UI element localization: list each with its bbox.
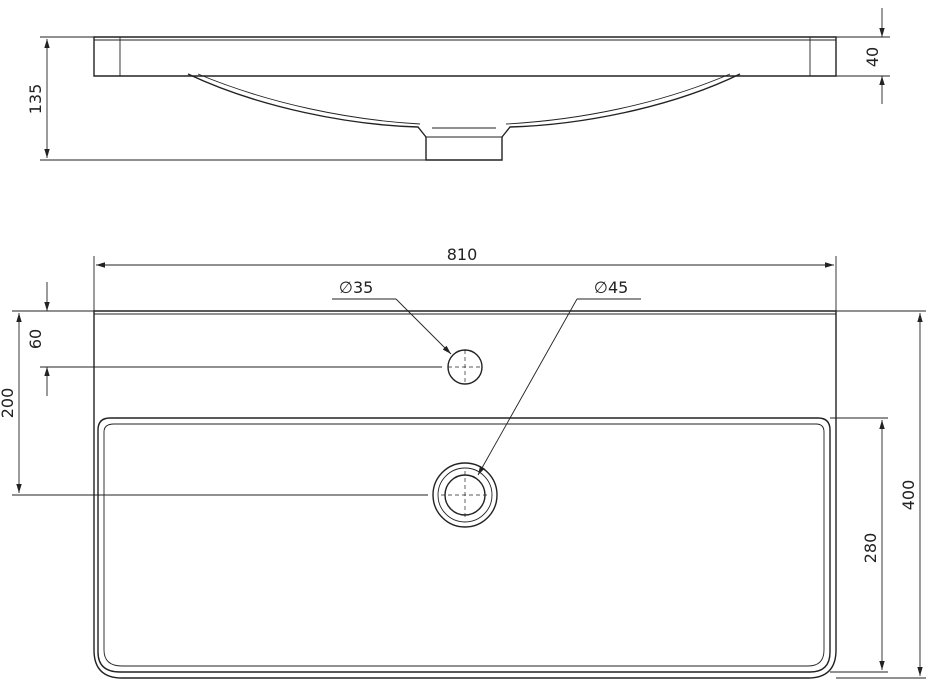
dim-width: 810 bbox=[447, 245, 478, 264]
svg-text:∅45: ∅45 bbox=[594, 278, 628, 297]
top-view-basin bbox=[97, 417, 831, 673]
side-view: 135 40 bbox=[26, 8, 890, 161]
top-view: 810 ∅35 ∅45 60 200 bbox=[0, 245, 926, 679]
tap-hole-callout: ∅35 bbox=[332, 278, 452, 355]
top-view-outline bbox=[93, 310, 837, 679]
diameter-symbol: ∅ bbox=[594, 278, 608, 297]
dim-basin-depth: 280 bbox=[861, 533, 880, 564]
diameter-symbol: ∅ bbox=[339, 278, 353, 297]
dim-drain-offset: 200 bbox=[0, 388, 17, 419]
dim-tap-hole-offset: 60 bbox=[26, 329, 45, 349]
drain-ring bbox=[437, 467, 493, 523]
side-view-slab bbox=[93, 36, 837, 77]
dim-overall-height: 135 bbox=[26, 84, 45, 115]
drain-outer bbox=[432, 462, 498, 528]
drain-callout: ∅45 bbox=[477, 278, 641, 476]
dim-rim-thickness: 40 bbox=[863, 47, 882, 67]
side-view-bowl bbox=[187, 73, 741, 138]
side-view-waste bbox=[425, 137, 503, 161]
drain-diameter: 45 bbox=[608, 278, 628, 297]
tap-hole-diameter: 35 bbox=[353, 278, 373, 297]
dim-total-depth: 400 bbox=[899, 480, 918, 511]
svg-text:∅35: ∅35 bbox=[339, 278, 373, 297]
